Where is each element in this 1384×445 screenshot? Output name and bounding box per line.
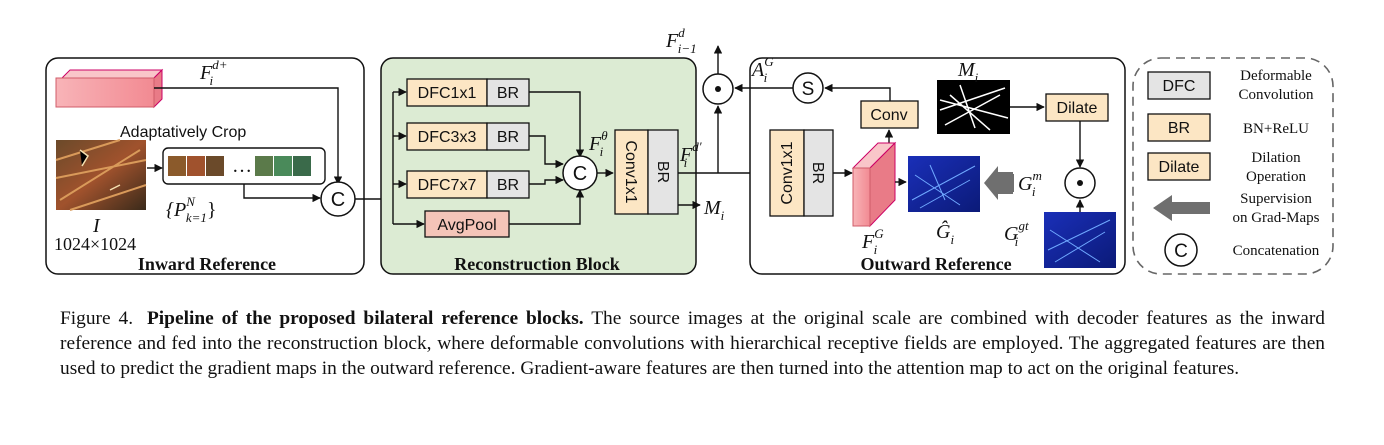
dfc3x3-label: DFC3x3 bbox=[418, 129, 477, 146]
caption-figure-number: Figure 4. bbox=[60, 308, 134, 329]
dfc1x1-block bbox=[406, 78, 488, 107]
inward-concat-label: C bbox=[331, 189, 345, 211]
inward-crop-label: Adaptatively Crop bbox=[120, 124, 246, 141]
legend-dfc-swatch bbox=[1147, 71, 1211, 100]
dfc1x1-out-arrow bbox=[529, 91, 585, 158]
legend-dilate-desc-2: Operation bbox=[1246, 169, 1306, 185]
outward-dilate-block bbox=[1045, 93, 1109, 122]
figure-caption: Figure 4. Pipeline of the proposed bilat… bbox=[60, 306, 1325, 381]
legend-concat-label: C bbox=[1174, 241, 1188, 262]
caption-title: Pipeline of the proposed bilateral refer… bbox=[146, 308, 584, 329]
outward-multiply-dot bbox=[1077, 180, 1083, 186]
dfc1x1-label: DFC1x1 bbox=[418, 85, 477, 102]
patches-ellipsis: … bbox=[232, 155, 252, 177]
legend-dfc-desc-1: Deformable bbox=[1240, 68, 1312, 84]
outward-conv1x1-label: Conv1x1 bbox=[779, 141, 796, 204]
legend-dilate-swatch bbox=[1147, 152, 1211, 181]
recon-concat-label: C bbox=[573, 163, 587, 185]
avgpool-label: AvgPool bbox=[437, 217, 496, 234]
legend-sup-desc-1: Supervision bbox=[1240, 191, 1312, 207]
recon-panel-title: Reconstruction Block bbox=[454, 254, 620, 274]
mask-label: Mi bbox=[957, 59, 979, 85]
sigmoid-label: S bbox=[802, 79, 815, 100]
legend-concat-node bbox=[1164, 233, 1198, 267]
inward-panel-title: Inward Reference bbox=[138, 254, 276, 274]
legend-dilate-desc-1: Dilation bbox=[1251, 150, 1301, 166]
recon-conv1x1-block bbox=[614, 129, 649, 215]
avgpool-block bbox=[424, 210, 510, 238]
dfc3x3-br-label: BR bbox=[497, 129, 519, 146]
dfc3x3-out-arrow bbox=[529, 135, 564, 169]
inward-feature-label: Fd+i bbox=[199, 57, 228, 88]
inward-feature-arrow bbox=[154, 87, 343, 185]
dfc7x7-br bbox=[486, 170, 530, 199]
outward-conv1x1-block bbox=[769, 129, 805, 217]
recon-mask-label: Mi bbox=[703, 197, 725, 223]
legend-dfc-label: DFC bbox=[1163, 78, 1196, 95]
patch-thumbnails bbox=[168, 156, 311, 176]
top-multiply-dot bbox=[715, 86, 721, 92]
avgpool-out-arrow bbox=[509, 189, 585, 225]
dprime-feature-label: Fd′i bbox=[679, 139, 702, 170]
dfc7x7-block bbox=[406, 170, 488, 199]
legend-br-swatch bbox=[1147, 113, 1211, 142]
legend-dfc-desc-2: Convolution bbox=[1238, 87, 1314, 103]
dfc7x7-label: DFC7x7 bbox=[418, 177, 477, 194]
dfc1x1-br bbox=[486, 78, 530, 107]
legend-dilate-label: Dilate bbox=[1159, 159, 1200, 176]
outward-br-label: BR bbox=[809, 162, 826, 184]
gt-grad-map bbox=[1044, 212, 1116, 268]
outward-conv-label: Conv bbox=[870, 107, 907, 124]
predicted-grad-map bbox=[908, 156, 980, 212]
legend-concat-desc: Concatenation bbox=[1233, 243, 1320, 259]
input-image bbox=[55, 139, 147, 211]
patches-to-concat-arrow bbox=[243, 184, 321, 203]
caption-body: The source images at the original scale … bbox=[60, 308, 1325, 379]
mask-image bbox=[937, 80, 1010, 134]
recon-conv1x1-label: Conv1x1 bbox=[622, 140, 639, 203]
image-symbol: I bbox=[92, 215, 101, 237]
outward-br-block bbox=[803, 129, 834, 217]
gradient-feature-slab bbox=[851, 141, 897, 228]
image-size: 1024×1024 bbox=[54, 234, 136, 254]
dfc3x3-block bbox=[406, 122, 488, 151]
legend-supervision-arrow bbox=[1153, 195, 1210, 221]
legend-br-label: BR bbox=[1168, 120, 1190, 137]
inward-feature-block bbox=[55, 68, 164, 109]
outward-panel-title: Outward Reference bbox=[860, 254, 1011, 274]
dfc7x7-out-arrow bbox=[529, 175, 564, 185]
legend-sup-desc-2: on Grad-Maps bbox=[1232, 210, 1319, 226]
recon-br-block bbox=[647, 129, 679, 215]
outward-dilate-label: Dilate bbox=[1057, 100, 1098, 117]
dfc7x7-br-label: BR bbox=[497, 177, 519, 194]
predicted-grad-label: Ĝi bbox=[936, 219, 954, 247]
outward-conv-block bbox=[860, 100, 919, 129]
conv-to-sigmoid-arrow bbox=[824, 83, 891, 101]
dfc1x1-br-label: BR bbox=[497, 85, 519, 102]
legend-br-desc: BN+ReLU bbox=[1243, 121, 1309, 137]
recon-br-label: BR bbox=[654, 161, 671, 183]
legend-panel bbox=[1132, 57, 1334, 275]
